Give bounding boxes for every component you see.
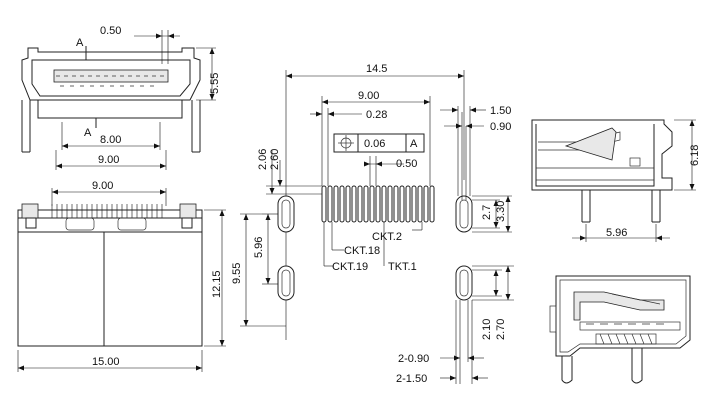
pcb-overall-label: 14.5 (366, 63, 387, 75)
top-pins (51, 204, 163, 218)
section-view (549, 275, 691, 384)
top-length-label: 12.15 (211, 270, 223, 298)
tolerance-datum: A (410, 138, 418, 150)
pcb-pitch-label: 0.50 (396, 158, 417, 170)
label-ckt18: CKT.18 (344, 245, 380, 257)
top-width-label: 15.00 (92, 356, 120, 368)
top-pin-span-label: 9.00 (92, 180, 113, 192)
pcb-left-1-label: 2.06 (257, 149, 269, 170)
pcb-hole-2-label: 2-1.50 (396, 373, 427, 385)
pcb-right-2-label: 0.90 (490, 121, 511, 133)
slot-top-left (277, 195, 295, 233)
front-pitch-label: 0.50 (100, 25, 121, 37)
front-contacts (56, 75, 164, 87)
label-ckt2: CKT.2 (372, 231, 402, 243)
side-width-label: 5.96 (606, 227, 627, 239)
front-view: 0.50 A A 5.55 8.00 9.00 (21, 25, 221, 170)
pcb-slot-b1-label: 2.10 (481, 319, 493, 340)
pcb-slot-h2-label: 3.30 (495, 201, 507, 222)
pcb-layout: 14.5 9.00 0.28 0.06 A 0.50 (231, 63, 514, 385)
pcb-hole-1-label: 2-0.90 (398, 353, 429, 365)
front-height-label: 5.55 (209, 73, 221, 94)
tolerance-value: 0.06 (364, 138, 385, 150)
side-view: 6.18 5.96 (531, 119, 701, 242)
side-height-label: 6.18 (689, 145, 701, 166)
pcb-slot-b2-label: 2.70 (495, 319, 507, 340)
slot-bottom-right (455, 265, 473, 301)
label-ckt19: CKT.19 (332, 261, 368, 273)
pcb-right-1-label: 1.50 (490, 105, 511, 117)
top-view: 9.00 12.15 15.00 (17, 180, 226, 372)
front-outer-label: 9.00 (98, 154, 119, 166)
pcb-slot-h1-label: 2.7 (481, 205, 493, 220)
slot-top-right (455, 195, 473, 233)
pcb-pin-span-label: 9.00 (358, 90, 379, 102)
label-tkt1: TKT.1 (388, 261, 417, 273)
pcb-pads (321, 185, 435, 223)
section-a-bottom-label: A (84, 127, 92, 139)
pcb-pad-width-label: 0.28 (366, 109, 387, 121)
section-a-top-label: A (76, 37, 84, 49)
slot-bottom-left (277, 265, 295, 301)
pcb-v-596-label: 5.96 (253, 237, 265, 258)
front-inner-label: 8.00 (100, 134, 121, 146)
pcb-left-2-label: 2.60 (269, 149, 281, 170)
pcb-v-955-label: 9.55 (231, 263, 243, 284)
